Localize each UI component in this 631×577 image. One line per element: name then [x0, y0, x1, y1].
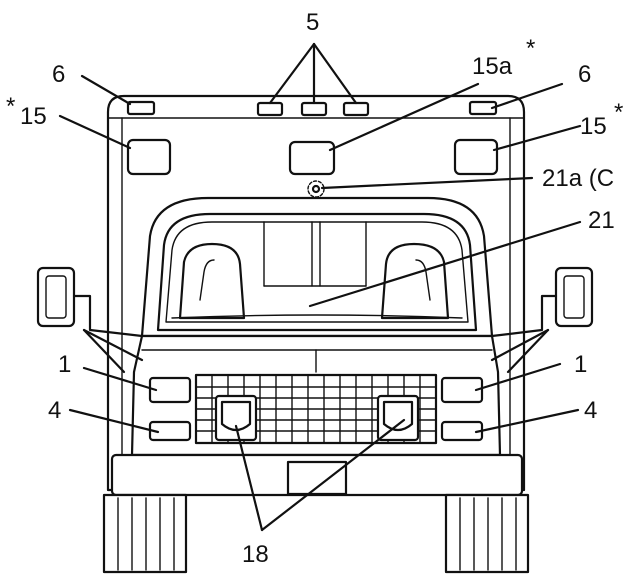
wheels [102, 493, 530, 574]
label-15-right-asterisk: * [614, 99, 623, 126]
leader-lines [58, 42, 582, 532]
label-15a-asterisk: * [526, 35, 535, 62]
label-21: 21 [588, 207, 615, 234]
label-4-left: 4 [48, 397, 61, 424]
label-4-right: 4 [584, 397, 597, 424]
clearance-lights [256, 101, 370, 117]
label-21a: 21a (C [542, 165, 614, 192]
warning-lights [126, 138, 499, 176]
label-6-left: 6 [52, 61, 65, 88]
label-15-left: 15 [20, 103, 47, 130]
label-15a: 15a [472, 53, 513, 80]
label-18: 18 [242, 541, 269, 568]
side-mirrors [36, 266, 594, 374]
headlights [148, 376, 484, 404]
corner-marker-lights [126, 100, 498, 116]
cab [140, 196, 494, 338]
labels: 5 15a * 6 6 * 15 15 * 21a (C 21 1 1 4 4 … [6, 9, 623, 568]
label-5: 5 [306, 9, 319, 36]
label-6-right: 6 [578, 61, 591, 88]
label-15-left-asterisk: * [6, 93, 15, 120]
label-1-right: 1 [574, 351, 587, 378]
label-1-left: 1 [58, 351, 71, 378]
label-15-right: 15 [580, 113, 607, 140]
bumper [110, 453, 524, 497]
